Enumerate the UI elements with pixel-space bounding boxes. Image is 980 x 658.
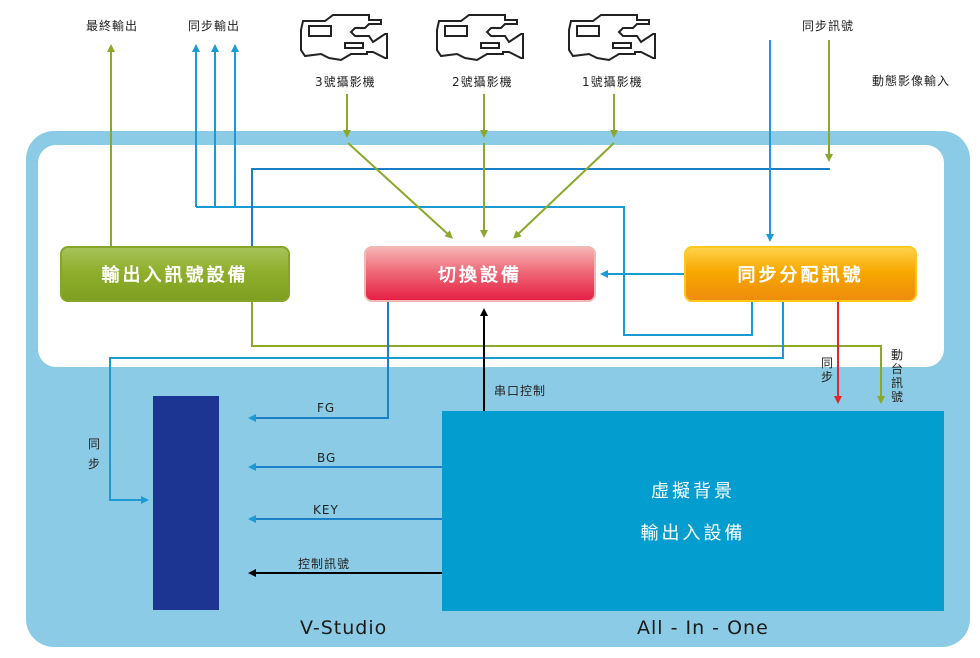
final-output-label: 最終輸出 xyxy=(86,19,139,33)
wire-fg xyxy=(248,302,389,422)
fg-label: FG xyxy=(317,401,336,415)
bg-label: BG xyxy=(317,451,337,465)
sync-signal-label: 同步訊號 xyxy=(802,19,855,33)
video-camera-icon xyxy=(568,14,656,62)
wire-sync-left xyxy=(109,302,784,504)
wire-sync-output-bus xyxy=(196,206,753,336)
camera-2-label: 2號攝影機 xyxy=(452,75,513,89)
live-video-input-label: 動態影像輸入 xyxy=(872,74,951,88)
sync-distributor-box: 同步分配訊號 xyxy=(684,246,917,302)
vstudio-label: V-Studio xyxy=(300,617,388,639)
tally-signal-label: 動台訊號 xyxy=(890,348,903,404)
aio-line-1: 虛擬背景 xyxy=(651,481,735,502)
sync-output-label: 同步輸出 xyxy=(188,19,241,33)
video-camera-icon xyxy=(300,14,388,62)
io-signal-device-box: 輸出入訊號設備 xyxy=(60,246,290,302)
vstudio-block xyxy=(153,396,219,610)
camera-1-label: 1號攝影機 xyxy=(582,75,643,89)
wire-camera1-switch xyxy=(513,142,615,239)
all-in-one-label: All - In - One xyxy=(637,617,769,639)
camera-3-label: 3號攝影機 xyxy=(315,75,376,89)
serial-control-label: 串口控制 xyxy=(494,384,547,398)
sync-right-label: 同步 xyxy=(820,356,833,384)
control-signal-label: 控制訊號 xyxy=(298,557,351,571)
switcher-box: 切換設備 xyxy=(364,246,596,302)
wire-live-input-bus xyxy=(251,168,830,246)
wire-tally xyxy=(251,302,885,404)
aio-line-2: 輸出入設備 xyxy=(640,523,746,544)
wire-camera3-switch xyxy=(347,142,453,239)
key-label: KEY xyxy=(313,503,339,517)
all-in-one-block: 虛擬背景 輸出入設備 xyxy=(442,411,944,611)
video-camera-icon xyxy=(436,14,524,62)
sync-left-label: 同步 xyxy=(87,437,100,471)
